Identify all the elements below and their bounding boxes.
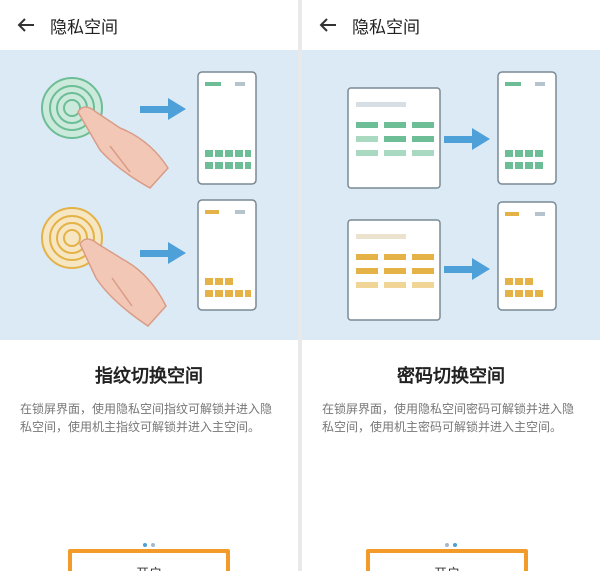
phone-screen-icon — [197, 71, 257, 185]
enable-button[interactable]: 开启 — [366, 549, 528, 571]
page-indicator — [0, 543, 298, 547]
arrow-right-icon — [444, 128, 490, 150]
phone-screen-icon — [347, 87, 441, 189]
phone-screen-icon — [497, 201, 557, 311]
password-illustration — [302, 50, 600, 340]
phone-screen-icon — [347, 219, 441, 321]
back-arrow-icon[interactable] — [318, 15, 338, 35]
page-dot — [143, 543, 147, 547]
fingerprint-screen: 隐私空间 — [0, 0, 298, 571]
feature-title: 密码切换空间 — [397, 366, 505, 387]
top-bar: 隐私空间 — [302, 0, 600, 50]
hand-icon — [79, 238, 167, 327]
feature-description: 在锁屏界面，使用隐私空间指纹可解锁并进入隐私空间，使用机主指纹可解锁并进入主空间… — [20, 402, 273, 434]
feature-title: 指纹切换空间 — [95, 366, 203, 387]
page-title: 隐私空间 — [352, 17, 420, 38]
arrow-right-icon — [140, 242, 186, 264]
arrow-right-icon — [444, 258, 490, 280]
top-bar: 隐私空间 — [0, 0, 298, 50]
enable-button[interactable]: 开启 — [68, 549, 230, 571]
page-title: 隐私空间 — [50, 17, 118, 38]
phone-screen-icon — [497, 71, 557, 185]
enable-button-label: 开启 — [370, 563, 524, 571]
password-screen: 隐私空间 — [302, 0, 600, 571]
hand-icon — [77, 106, 169, 189]
arrow-right-icon — [140, 98, 186, 120]
page-indicator — [302, 543, 600, 547]
enable-button-label: 开启 — [72, 563, 226, 571]
phone-screen-icon — [197, 199, 257, 311]
page-dot — [151, 543, 155, 547]
fingerprint-illustration — [0, 50, 298, 340]
page-dot — [445, 543, 449, 547]
feature-description: 在锁屏界面，使用隐私空间密码可解锁并进入隐私空间，使用机主密码可解锁并进入主空间… — [322, 402, 575, 434]
back-arrow-icon[interactable] — [16, 15, 36, 35]
page-dot — [453, 543, 457, 547]
